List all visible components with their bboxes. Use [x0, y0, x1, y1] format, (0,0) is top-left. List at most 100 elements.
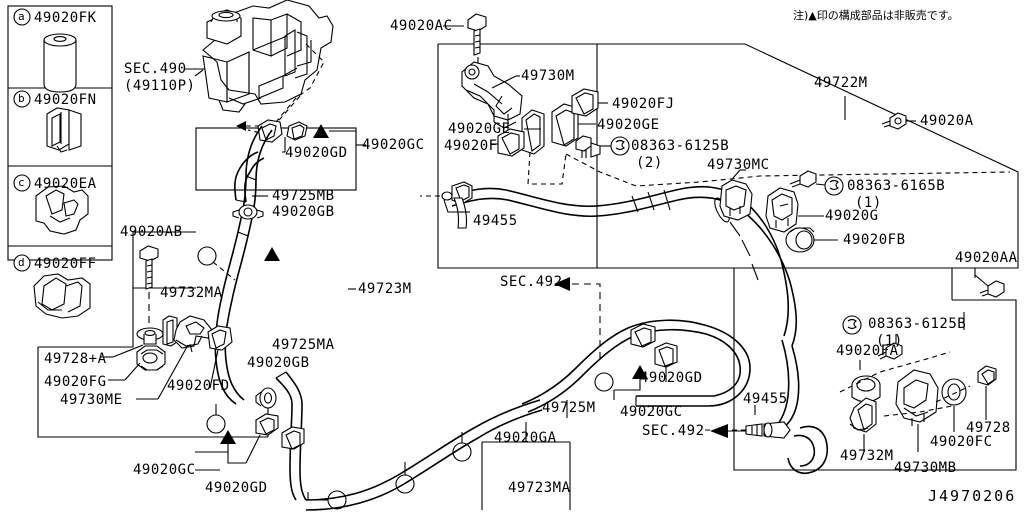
- label-49732M: 49732M: [840, 448, 894, 464]
- leader-49020FD: [209, 349, 219, 389]
- bracket-49020GE-1: [521, 109, 545, 155]
- label-49020GC-bottom-left: 49020GC: [133, 462, 196, 478]
- washer-49020FC: [941, 378, 967, 406]
- label-49728-A: 49728+A: [44, 351, 107, 367]
- label-08363-6125B-1: 08363-6125B: [868, 316, 967, 332]
- screw-49020A: [881, 112, 916, 130]
- grommet-49020FB: [785, 227, 815, 253]
- fitting-49455-upper: [441, 181, 473, 229]
- label-49020FG: 49020FG: [44, 374, 107, 390]
- note-non-sale: 注)▲印の構成部品は非販売です。: [793, 9, 959, 22]
- label-49728: 49728: [966, 420, 1011, 436]
- label-49725M: 49725M: [542, 400, 596, 416]
- legend-part-d-sketch: [33, 273, 91, 319]
- bracket-49730MC: [719, 179, 753, 221]
- label-49725MB: 49725MB: [272, 188, 335, 204]
- label-49020FA: 49020FA: [836, 343, 899, 359]
- legend-key-b: b: [18, 92, 26, 105]
- hose-49723MA: [305, 399, 543, 511]
- dashed-lower-right-3: [935, 385, 971, 403]
- sec492-dash-upper: [572, 283, 601, 360]
- leader-49730M: [491, 75, 517, 89]
- sec492-arrow-lower: [710, 424, 728, 438]
- legend-part-b-sketch: [46, 107, 82, 153]
- label-49020GE-1: 49020GE: [448, 121, 511, 137]
- label-49020G: 49020G: [825, 208, 879, 224]
- triangle-mark-3: [220, 430, 236, 444]
- section-ref-sec492-lower: SEC.492: [642, 423, 705, 439]
- label-49725MA: 49725MA: [272, 337, 335, 353]
- label-49730ME: 49730ME: [60, 392, 123, 408]
- washer-49728A: [136, 327, 164, 345]
- bracket-49020G: [765, 187, 799, 233]
- frame-bottom-middle: [481, 441, 571, 510]
- label-49723M: 49723M: [358, 281, 412, 297]
- label-qty-1-upper: (1): [855, 195, 882, 211]
- bolt-49020AB: [139, 245, 159, 290]
- bracket-49732MA: [162, 315, 178, 347]
- legend-frame: [7, 5, 113, 272]
- label-49730MC: 49730MC: [707, 157, 770, 173]
- label-49020AA: 49020AA: [955, 250, 1018, 266]
- label-49455-upper: 49455: [473, 213, 518, 229]
- key-circle-c-1: [594, 372, 614, 392]
- clamp-49020GD-lower: [255, 413, 279, 436]
- label-49020GE-2: 49020GE: [597, 117, 660, 133]
- screw-08363-6125B-1: [842, 315, 903, 360]
- legend-part-a-sketch: [43, 33, 77, 93]
- nut-49020FG: [136, 345, 166, 371]
- leader-49730MC: [732, 169, 741, 179]
- legend-key-d: d: [18, 256, 26, 269]
- label-49020AC: 49020AC: [390, 18, 453, 34]
- label-49020AB: 49020AB: [120, 224, 183, 240]
- clamp-49020GB-lower: [255, 387, 277, 409]
- sec492-arrow-upper: [554, 277, 570, 291]
- label-49455-lower: 49455: [743, 391, 788, 407]
- hose-49725MB: [234, 151, 265, 203]
- legend-label-a: 49020FK: [34, 10, 97, 26]
- label-49020GA: 49020GA: [494, 430, 557, 446]
- clamp-49020GD-mid: [654, 342, 678, 368]
- label-qty-1-lower: (1): [876, 333, 903, 349]
- label-qty-2: (2): [636, 155, 663, 171]
- label-49020GD-top: 49020GD: [285, 145, 348, 161]
- bracket-49732M: [849, 397, 877, 433]
- bracket-49730M: [461, 61, 523, 130]
- dashed-lower-right-1: [839, 351, 951, 393]
- hose-49725M: [521, 319, 751, 413]
- frame-upper-right: [437, 43, 1019, 269]
- leader-49728A: [112, 344, 144, 358]
- section-ref-49110P: (49110P): [124, 78, 196, 94]
- bracket-49020GE-2: [551, 103, 579, 147]
- dashed-lower-right-2: [883, 405, 953, 417]
- label-49020FJ: 49020FJ: [612, 96, 675, 112]
- label-49020GC-top: 49020GC: [362, 137, 425, 153]
- label-49732MA: 49732MA: [160, 285, 223, 301]
- dashed-route-1: [527, 151, 567, 185]
- clamp-49020FJ: [571, 88, 599, 117]
- section-ref-sec492-upper: SEC.492: [500, 274, 563, 290]
- leader-49730ME: [157, 344, 189, 400]
- bolt-49020AC: [467, 13, 487, 56]
- reservoir-pump-assembly: [194, 0, 334, 113]
- label-49020F: 49020F: [444, 138, 498, 154]
- triangle-mark-2: [264, 247, 280, 261]
- screw-08363-6125B-2: [575, 135, 630, 158]
- leader-49020FG: [124, 362, 141, 381]
- label-49020FC: 49020FC: [930, 434, 993, 450]
- section-ref-sec490: SEC.490: [124, 61, 187, 77]
- hose-lower-right-end: [745, 339, 828, 474]
- clamp-49020GB-upper: [232, 204, 264, 220]
- key-circle-a-1: [197, 246, 217, 266]
- screw-08363-6165B: [789, 170, 844, 196]
- label-49723MA: 49723MA: [508, 480, 571, 496]
- drawing-code: J4970206: [928, 487, 1017, 505]
- clamp-49020GD-a: [257, 119, 283, 143]
- clamp-49020F: [497, 128, 525, 157]
- clamp-49020GC-mid: [630, 323, 656, 348]
- label-08363-6125B-2: 08363-6125B: [631, 138, 730, 154]
- label-49020GB-1: 49020GB: [272, 204, 335, 220]
- clip-49728: [977, 365, 997, 386]
